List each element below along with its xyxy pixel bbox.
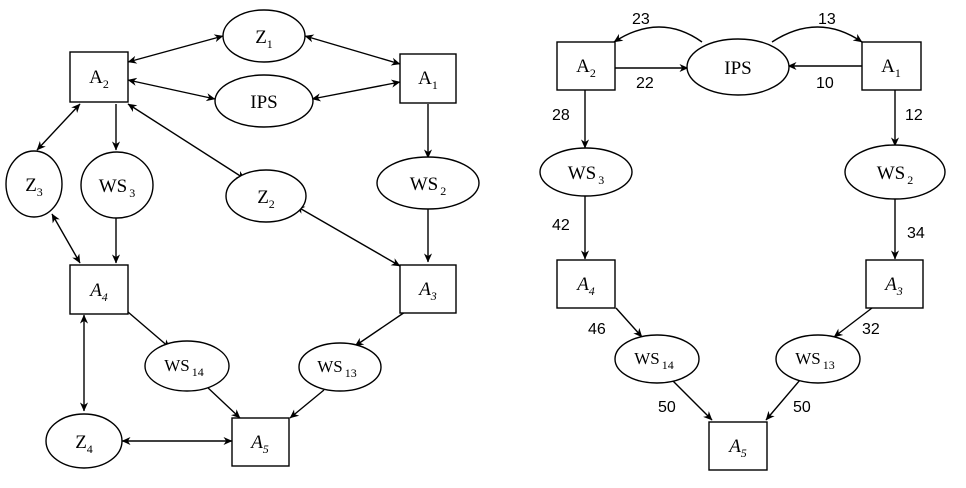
edge-a2-z3	[36, 103, 81, 151]
node-ips: IPS	[214, 74, 314, 128]
edge-a2-z1	[127, 34, 224, 64]
svg-text:WS2: WS2	[877, 163, 914, 187]
edge-z3-a4	[51, 213, 81, 264]
svg-text:WS3: WS3	[99, 176, 136, 200]
weight-ws13-a5: 50	[793, 399, 811, 416]
svg-text:A5: A5	[727, 436, 747, 460]
node-a4: A4	[556, 259, 616, 309]
node-a3: A3	[865, 259, 924, 309]
svg-text:A1: A1	[418, 68, 438, 92]
edge-a4-ws14	[127, 311, 171, 349]
weight-ips-a2: 23	[632, 11, 650, 28]
right-edges	[580, 26, 900, 421]
svg-text:IPS: IPS	[724, 58, 751, 79]
edge-a3-ws13	[354, 311, 406, 347]
svg-text:A1: A1	[881, 56, 901, 80]
left-edges	[36, 34, 433, 446]
edge-ips-a2	[613, 26, 703, 43]
svg-text:Z1: Z1	[255, 27, 273, 51]
svg-text:A2: A2	[89, 67, 109, 91]
weight-a4-ws14: 46	[588, 321, 606, 338]
edge-ws14-a5	[671, 379, 713, 421]
edge-a2-ips	[127, 77, 216, 102]
node-z3: Z3	[5, 150, 63, 218]
svg-text:Z3: Z3	[25, 175, 43, 199]
edge-z1-a1	[304, 34, 401, 66]
weight-a3-ws13: 32	[862, 321, 880, 338]
svg-text:A3: A3	[883, 274, 903, 298]
edge-ws13-a5	[289, 389, 325, 419]
edge-ws14-a5	[205, 385, 241, 419]
edge-ips-a1	[311, 79, 401, 102]
edge-ips-a1	[771, 26, 863, 43]
svg-text:Z4: Z4	[75, 432, 93, 456]
node-z4: Z4	[45, 413, 123, 469]
svg-text:WS2: WS2	[410, 174, 447, 198]
node-a1: A1	[861, 41, 922, 91]
node-a4: A4	[69, 264, 129, 315]
node-a5: A5	[231, 417, 290, 467]
node-a5: A5	[708, 421, 768, 471]
edge-a3-ws13	[833, 307, 873, 338]
weight-ws3-a4: 42	[552, 217, 570, 234]
edge-z2-a3	[295, 205, 401, 267]
node-a3: A3	[399, 264, 457, 314]
svg-text:Z2: Z2	[257, 187, 275, 211]
node-z2: Z2	[225, 169, 307, 223]
node-a2: A2	[69, 51, 129, 103]
svg-text:A5: A5	[249, 432, 269, 456]
svg-text:IPS: IPS	[250, 92, 277, 113]
svg-text:A4: A4	[575, 274, 595, 298]
svg-text:WS3: WS3	[568, 163, 605, 187]
weight-a2-ips: 22	[636, 75, 654, 92]
weight-a2-ws3: 28	[552, 107, 570, 124]
weight-ws2-a3: 34	[907, 225, 925, 242]
weight-ws14-a5: 50	[658, 399, 676, 416]
edge-ws13-a5	[765, 379, 801, 421]
svg-text:A2: A2	[576, 56, 596, 80]
svg-text:A4: A4	[88, 280, 108, 304]
node-ips: IPS	[686, 38, 790, 96]
node-z1: Z1	[222, 9, 306, 63]
svg-text:A3: A3	[417, 279, 437, 303]
weight-a1-ws2: 12	[905, 107, 923, 124]
right-diagram: 23 13 22 10 28 12 42 34 46 32 50 50 A2 I…	[539, 11, 946, 471]
weight-a1-ips: 10	[816, 75, 834, 92]
node-a2: A2	[556, 41, 616, 91]
edge-a2-z2	[127, 103, 246, 180]
edge-weights: 23 13 22 10 28 12 42 34 46 32 50 50	[552, 11, 925, 416]
weight-ips-a1: 13	[818, 11, 836, 28]
node-a1: A1	[399, 53, 457, 104]
edge-a4-ws14	[615, 307, 643, 338]
